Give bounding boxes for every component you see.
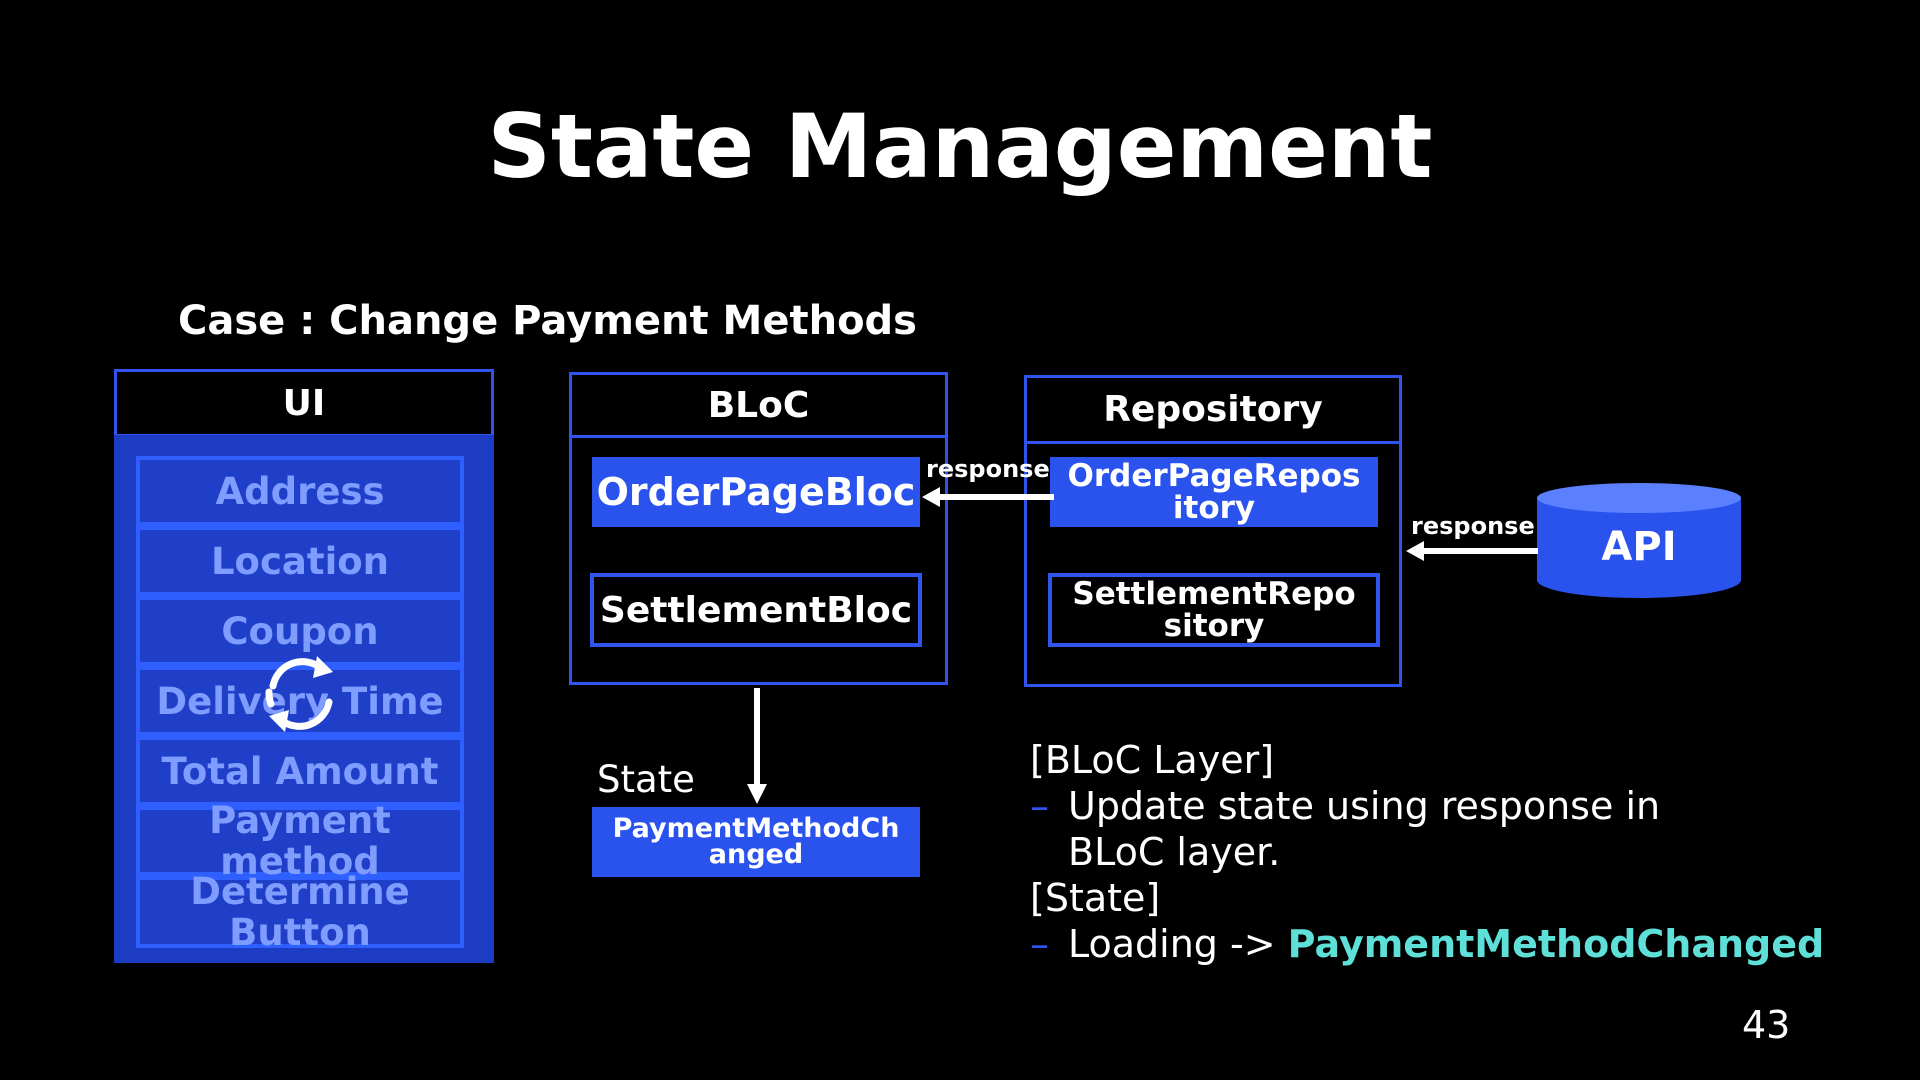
slide-title: State Management xyxy=(487,95,1433,198)
payment-method-changed-label: PaymentMethodChanged xyxy=(612,813,900,870)
ui-row-address[interactable]: Address xyxy=(136,456,464,526)
response-arrow-bloc xyxy=(922,487,1054,507)
ui-row-total-amount[interactable]: Total Amount xyxy=(136,736,464,806)
response-label-bloc: response xyxy=(926,455,1050,483)
page-number: 43 xyxy=(1742,1003,1791,1047)
note-bloc-item: – Update state using response in BLoC la… xyxy=(1030,783,1810,875)
notes: [BLoC Layer] – Update state using respon… xyxy=(1030,737,1824,967)
ui-row-location[interactable]: Location xyxy=(136,526,464,596)
case-label: Case : Change Payment Methods xyxy=(178,298,917,344)
ui-panel-header: UI xyxy=(117,372,491,437)
repository-panel-header: Repository xyxy=(1027,378,1399,444)
note-bloc-item-text: Update state using response in BLoC laye… xyxy=(1068,784,1661,874)
settlement-repository-label: SettlementRepository xyxy=(1072,576,1356,644)
state-label: State xyxy=(597,758,695,801)
order-page-repository-label: OrderPageRepository xyxy=(1067,458,1361,526)
response-label-repository: response xyxy=(1411,512,1535,540)
ui-row-determine-button[interactable]: Determine Button xyxy=(136,871,464,953)
bloc-panel-header: BLoC xyxy=(572,375,945,438)
note-state-heading: [State] xyxy=(1030,876,1161,920)
note-state-item-prefix: Loading -> xyxy=(1068,922,1288,966)
ui-rows-container: Address Location Coupon Delivery Time To… xyxy=(114,435,494,963)
note-state-item: – Loading -> PaymentMethodChanged xyxy=(1030,921,1824,967)
settlement-repository[interactable]: SettlementRepository xyxy=(1048,573,1380,647)
bullet-dash: – xyxy=(1030,784,1049,828)
order-page-bloc[interactable]: OrderPageBloc xyxy=(592,457,920,527)
refresh-icon xyxy=(265,656,333,732)
bullet-dash: – xyxy=(1030,922,1049,966)
order-page-repository[interactable]: OrderPageRepository xyxy=(1050,457,1378,527)
ui-row-delivery-time[interactable]: Delivery Time xyxy=(136,666,464,736)
note-bloc-heading: [BLoC Layer] xyxy=(1030,738,1275,782)
settlement-bloc[interactable]: SettlementBloc xyxy=(590,573,922,647)
api-database-icon[interactable] xyxy=(1534,480,1744,600)
state-arrow xyxy=(747,688,767,804)
payment-method-changed-state[interactable]: PaymentMethodChanged xyxy=(592,807,920,877)
note-state-item-highlight: PaymentMethodChanged xyxy=(1287,922,1825,966)
response-arrow-repository xyxy=(1406,541,1538,561)
ui-row-coupon[interactable]: Coupon xyxy=(136,596,464,666)
ui-row-payment-method[interactable]: Payment method xyxy=(136,800,464,882)
api-label: API xyxy=(1601,524,1677,570)
